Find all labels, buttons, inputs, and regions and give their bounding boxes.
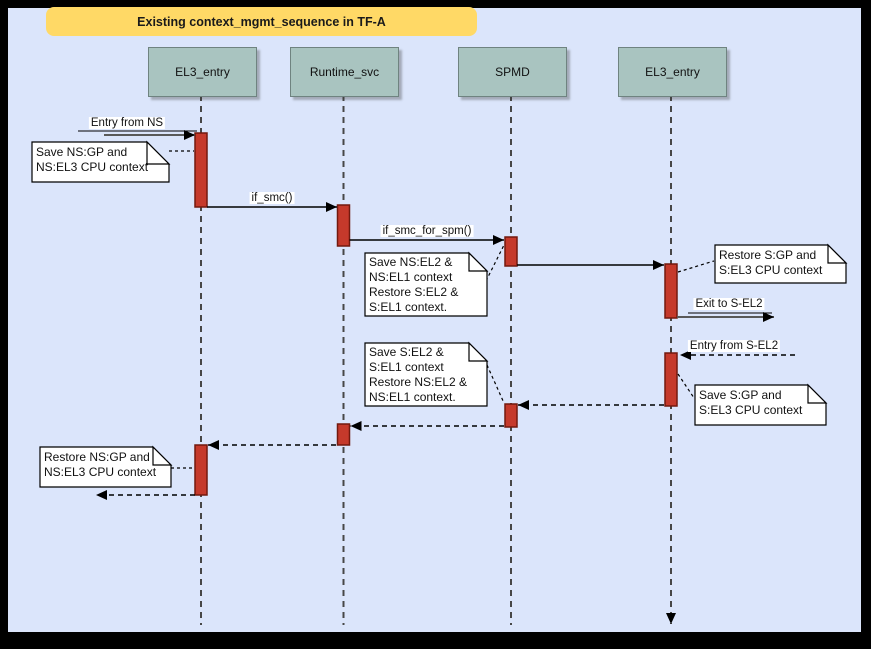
note-save-ns-el2-shape xyxy=(364,251,489,317)
note-save-s-gp-shape xyxy=(694,383,828,426)
activation-runtime-svc-1 xyxy=(336,204,351,247)
lifeline-label: SPMD xyxy=(495,65,530,79)
note-restore-ns-gp-shape xyxy=(39,445,173,488)
activation-el3-entry-1b xyxy=(194,444,208,496)
activation-el3-entry-2a xyxy=(664,263,678,319)
activation-spmd-2 xyxy=(504,403,518,428)
activation-runtime-svc-2 xyxy=(336,423,351,446)
lifeline-box-runtime-svc: Runtime_svc xyxy=(290,47,399,97)
note-restore-s-gp-shape xyxy=(714,243,848,284)
note-save-s-el2-shape xyxy=(364,341,489,407)
connector-save-ns-el2 xyxy=(485,244,505,282)
entry-from-s-el2-label: Entry from S-EL2 xyxy=(687,340,781,352)
lifeline-label: Runtime_svc xyxy=(309,65,380,79)
note-restore-ns-gp-text: Restore NS:GP and NS:EL3 CPU context xyxy=(44,450,157,479)
lifeline-label: EL3_entry xyxy=(175,65,230,79)
note-save-ns-ctx-shape xyxy=(31,140,171,183)
activation-el3-entry-1a xyxy=(194,132,208,208)
note-save-ns-el2-text: Save NS:EL2 & NS:EL1 context Restore S:E… xyxy=(369,255,459,314)
lifeline-box-el3-entry-1: EL3_entry xyxy=(148,47,257,97)
exit-to-s-el2-label: Exit to S-EL2 xyxy=(693,298,765,310)
activation-el3-entry-2b xyxy=(664,352,678,407)
connector-restore-s-gp xyxy=(677,260,715,273)
note-restore-s-gp-text: Restore S:GP and S:EL3 CPU context xyxy=(719,248,823,277)
activation-spmd-1 xyxy=(504,236,518,267)
entry-from-ns-label: Entry from NS xyxy=(88,117,166,129)
if-smc-for-spm-label: if_smc_for_spm() xyxy=(380,225,474,237)
diagram-title-label: Existing context_mgmt_sequence in TF-A xyxy=(137,14,386,29)
note-save-ns-ctx-text: Save NS:GP and NS:EL3 CPU context xyxy=(36,145,149,174)
lifeline-box-el3-entry-2: EL3_entry xyxy=(618,47,727,97)
note-save-s-gp-text: Save S:GP and S:EL3 CPU context xyxy=(699,388,803,417)
connector-save-s-el2 xyxy=(486,364,505,404)
diagram-title: Existing context_mgmt_sequence in TF-A xyxy=(46,7,477,36)
if-smc-label: if_smc() xyxy=(249,192,295,204)
diagram-canvas xyxy=(8,8,861,632)
note-save-s-el2-text: Save S:EL2 & S:EL1 context Restore NS:EL… xyxy=(369,345,468,404)
connector-save-s-gp xyxy=(677,373,695,399)
lifeline-box-spmd: SPMD xyxy=(458,47,567,97)
lifeline-label: EL3_entry xyxy=(645,65,700,79)
